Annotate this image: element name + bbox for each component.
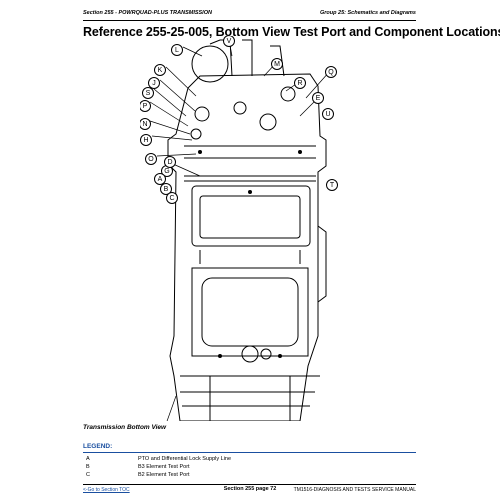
page-header: Section 255 - POWRQUAD-PLUS TRANSMISSION… xyxy=(83,10,416,21)
callout-k: K xyxy=(154,64,166,76)
legend-divider xyxy=(83,452,416,453)
callout-a: A xyxy=(154,173,166,185)
callout-label: Q xyxy=(328,69,334,76)
callout-s: S xyxy=(142,87,154,99)
callout-label: V xyxy=(227,38,232,45)
figure-caption: Transmission Bottom View xyxy=(83,424,167,431)
callout-r: R xyxy=(294,77,306,89)
callout-label: S xyxy=(146,90,151,97)
callout-h: H xyxy=(140,134,152,146)
callout-label: N xyxy=(142,121,147,128)
callout-q: Q xyxy=(325,66,337,78)
manual-name: TM1516-DIAGNOSIS AND TESTS SERVICE MANUA… xyxy=(293,487,416,493)
callout-label: R xyxy=(297,80,302,87)
section-toc-link[interactable]: <-Go to Section TOC xyxy=(83,487,130,493)
callout-b: B xyxy=(160,183,172,195)
legend-item: A PTO and Differential Lock Supply Line xyxy=(86,456,231,464)
callout-d: D xyxy=(164,156,176,168)
callout-label: E xyxy=(316,95,321,102)
legend-key: A xyxy=(86,456,90,462)
legend-item: B B3 Element Test Port xyxy=(86,464,190,472)
callout-v: V xyxy=(223,36,235,47)
legend-key: B xyxy=(86,464,90,470)
callout-label: L xyxy=(175,47,179,54)
callout-label: C xyxy=(169,195,174,202)
legend-text: B3 Element Test Port xyxy=(138,464,190,470)
callout-m: M xyxy=(271,58,283,70)
callout-c: C xyxy=(166,192,178,204)
callout-t: T xyxy=(326,179,338,191)
callout-l: L xyxy=(171,44,183,56)
footer-divider xyxy=(83,484,416,485)
callout-n: N xyxy=(140,118,151,130)
callout-label: H xyxy=(143,137,148,144)
transmission-diagram: LVKJSPNHOGMRQEDABCUTF xyxy=(140,36,338,421)
callout-e: E xyxy=(312,92,324,104)
legend-key: C xyxy=(86,472,90,478)
callout-label: G xyxy=(164,168,169,175)
callout-label: B xyxy=(164,186,169,193)
legend-text: PTO and Differential Lock Supply Line xyxy=(138,456,232,462)
page-number: Section 255 page 72 xyxy=(223,486,277,492)
callout-label: D xyxy=(167,159,172,166)
legend-title: LEGEND: xyxy=(83,443,113,450)
callout-o: O xyxy=(145,153,157,165)
callout-u: U xyxy=(322,108,334,120)
callout-label: K xyxy=(158,67,163,74)
header-group: Group 25: Schematics and Diagrams xyxy=(320,10,416,16)
callout-label: T xyxy=(330,182,335,189)
callout-j: J xyxy=(148,77,160,89)
callout-label: J xyxy=(152,80,156,87)
page-title: Reference 255-25-005, Bottom View Test P… xyxy=(83,25,500,39)
callout-label: P xyxy=(143,103,148,110)
callout-label: A xyxy=(158,176,163,183)
callout-label: U xyxy=(325,111,330,118)
callout-p: P xyxy=(140,100,151,112)
legend-item: C B2 Element Test Port xyxy=(86,472,190,480)
legend-text: B2 Element Test Port xyxy=(138,472,190,478)
header-section: Section 255 - POWRQUAD-PLUS TRANSMISSION xyxy=(83,10,212,16)
callout-label: M xyxy=(274,61,280,68)
callout-label: O xyxy=(148,156,154,163)
